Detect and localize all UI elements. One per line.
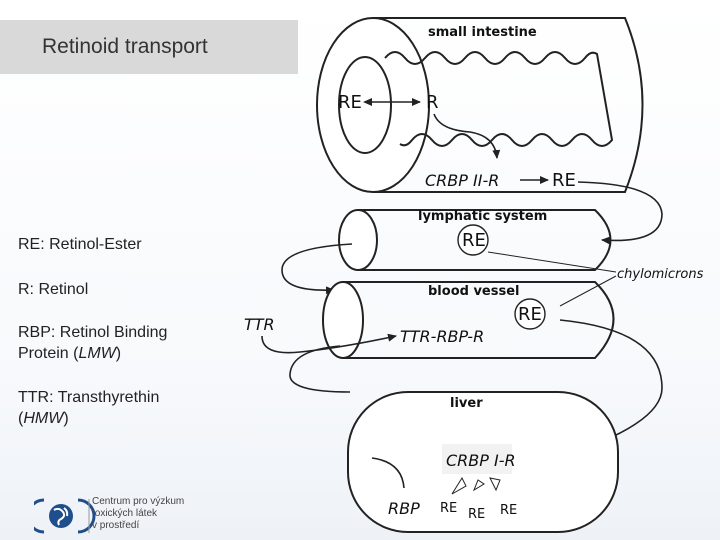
slide-title: Retinoid transport <box>0 20 298 74</box>
connector-ttr <box>261 333 397 354</box>
legend-r: R: Retinol <box>18 279 88 300</box>
rbp-label: RBP <box>388 499 420 518</box>
liver-re-2: RE <box>468 507 485 522</box>
legend-ttr: TTR: Transthyrethin (HMW) <box>18 387 159 429</box>
blood-vessel: blood vessel RE TTR-RBP-R <box>322 281 615 359</box>
legend-ttr-italic: HMW <box>23 410 64 427</box>
connector-intestine-lymph <box>577 181 663 245</box>
connector-lymph-blood <box>281 243 353 295</box>
intestine-re-out: RE <box>552 170 576 191</box>
blood-re: RE <box>518 304 542 325</box>
legend-r-text: R: Retinol <box>18 281 89 298</box>
legend-re: RE: Retinol-Ester <box>18 234 142 255</box>
legend-ttr-line2-post: ) <box>63 410 69 427</box>
logo-text: Centrum pro výzkum toxických látek v pro… <box>92 496 184 532</box>
ttr-rbp-label: TTR-RBP-R <box>400 327 484 346</box>
small-intestine-label: small intestine <box>428 25 537 40</box>
logo-icon <box>34 498 96 534</box>
legend-rbp-line2-pre: Protein ( <box>18 345 79 362</box>
retinoid-transport-diagram: small intestine RE R CRBP II-R RE lympha… <box>244 17 704 533</box>
liver-re-3: RE <box>500 503 517 518</box>
lymphatic-label: lymphatic system <box>418 209 547 224</box>
legend-ttr-line2-pre: ( <box>18 410 24 427</box>
lymphatic-system: lymphatic system RE <box>338 209 612 271</box>
intestine-r: R <box>426 92 439 113</box>
liver: liver CRBP I-R RBP RE RE RE <box>347 391 619 533</box>
lymph-re: RE <box>462 230 486 251</box>
logo-line-1: Centrum pro výzkum <box>92 496 185 507</box>
small-intestine: small intestine RE R CRBP II-R RE <box>316 17 644 193</box>
ttr-label: TTR <box>244 315 275 334</box>
crbp-i-label: CRBP I-R <box>446 451 516 470</box>
legend-re-text: RE: Retinol-Ester <box>18 236 142 253</box>
legend-rbp-italic: LMW <box>78 345 116 362</box>
crbp-ii-label: CRBP II-R <box>425 171 499 190</box>
liver-label: liver <box>450 396 483 411</box>
legend-rbp: RBP: Retinol Binding Protein (LMW) <box>18 322 167 364</box>
legend-rbp-line1: RBP: Retinol Binding <box>18 324 168 341</box>
logo-line-3: v prostředí <box>92 520 140 531</box>
connector-liver-rbp <box>371 457 405 489</box>
legend-ttr-line1: TTR: Transthyrethin <box>18 389 160 406</box>
logo-line-2: toxických látek <box>92 508 158 519</box>
connector-blood-liver-left <box>289 345 351 393</box>
liver-re-1: RE <box>440 501 457 516</box>
legend-rbp-line2-post: ) <box>115 345 122 362</box>
slide-title-text: Retinoid transport <box>42 35 208 58</box>
chylomicrons-label: chylomicrons <box>617 267 704 282</box>
blood-vessel-label: blood vessel <box>428 284 520 299</box>
intestine-re: RE <box>338 92 362 113</box>
